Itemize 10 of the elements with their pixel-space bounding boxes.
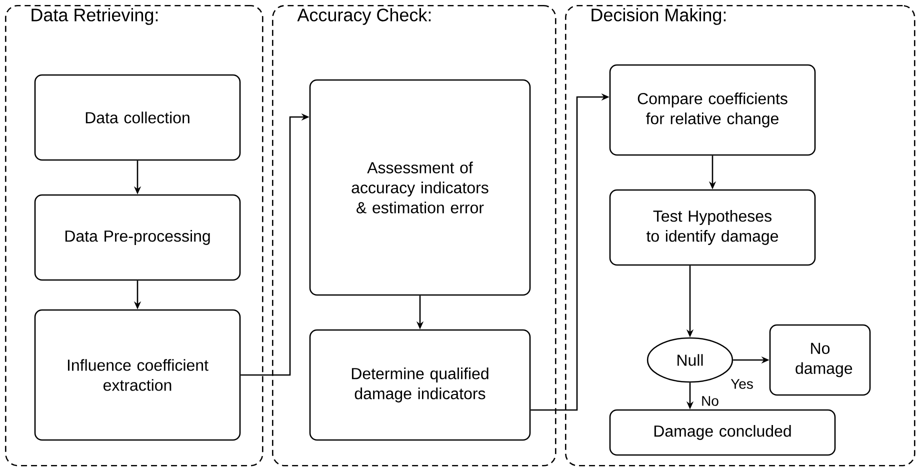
process-box: Data collection xyxy=(34,74,241,161)
process-box: Test Hypotheses to identify damage xyxy=(609,189,816,266)
process-box: Influence coefficient extraction xyxy=(34,309,241,441)
process-box: Data Pre-processing xyxy=(34,194,241,281)
edge-label: No xyxy=(700,395,720,407)
process-box: No damage xyxy=(769,324,871,396)
process-box: Determine qualified damage indicators xyxy=(309,329,531,441)
process-box: Compare coefficients for relative change xyxy=(609,64,816,156)
process-box: Damage concluded xyxy=(609,409,836,456)
process-box: Assessment of accuracy indicators & estimation error xyxy=(309,79,531,296)
